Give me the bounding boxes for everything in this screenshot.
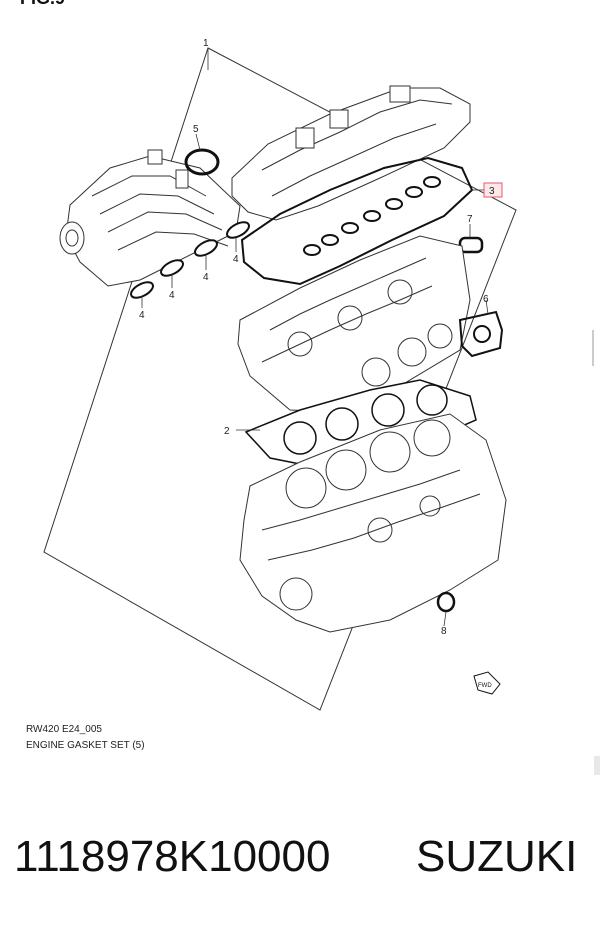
throttle-gasket-ring	[184, 148, 220, 176]
o-ring-8	[436, 591, 456, 613]
leader-lines	[141, 48, 489, 627]
callout-3-highlight	[483, 182, 503, 198]
cylinder-head-cover-drawing	[231, 85, 471, 221]
callout-3: 3	[489, 186, 495, 197]
intake-manifold-drawing	[59, 149, 241, 287]
callout-4-d: 4	[233, 254, 239, 265]
part-number: 1118978K10000	[14, 832, 331, 881]
exploded-parts-diagram: FIG.9	[20, 0, 600, 776]
callout-7: 7	[467, 214, 473, 225]
callout-4-b: 4	[169, 290, 175, 301]
figure-label: FIG.9	[20, 0, 65, 9]
drawing-code: RW420 E24_005	[26, 724, 102, 735]
fwd-arrow-label: FWD	[478, 683, 492, 689]
scroll-edge-mark	[592, 330, 594, 366]
diagram-drawing: FWD 1 2 3 4 4 4 4 5 6 7 8	[43, 38, 517, 711]
exhaust-gasket-6	[458, 310, 504, 358]
product-caption-band	[0, 775, 600, 932]
valve-cover-gasket-drawing	[240, 156, 474, 286]
edge-mark	[594, 756, 600, 776]
callout-8: 8	[441, 626, 447, 637]
head-gasket-drawing	[244, 379, 477, 469]
callout-6: 6	[483, 294, 489, 305]
cylinder-head-drawing	[237, 235, 471, 413]
callout-4-c: 4	[203, 272, 209, 283]
intake-gaskets	[130, 221, 250, 299]
brand-name: SUZUKI	[416, 832, 578, 881]
fwd-arrow-icon	[473, 671, 501, 695]
small-gasket-7	[458, 236, 484, 254]
callout-2: 2	[224, 426, 230, 437]
callout-4-a: 4	[139, 310, 145, 321]
callout-5: 5	[193, 124, 199, 135]
cylinder-block-drawing	[239, 413, 507, 633]
callout-1: 1	[203, 38, 209, 49]
drawing-title: ENGINE GASKET SET (5)	[26, 740, 145, 751]
